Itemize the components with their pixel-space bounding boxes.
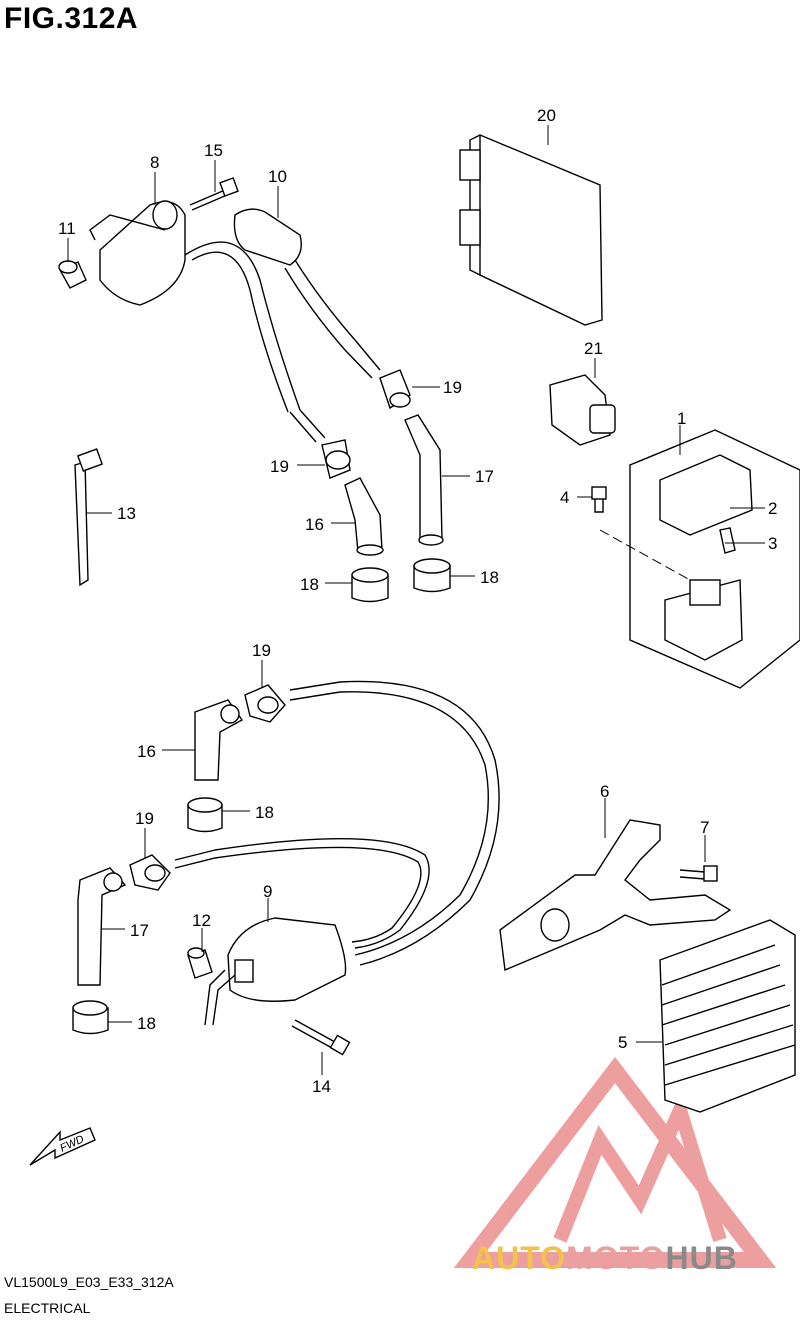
callout-11: 11 [58,219,76,238]
ignition-coil-9[interactable] [204,917,347,1026]
watermark-part-hub: HUB [665,1240,738,1276]
fwd-arrow: FWD [29,1127,96,1166]
cap-19-lower-bottom[interactable] [129,854,171,891]
callout-5: 5 [618,1033,627,1052]
callout-18-lower-top: 18 [255,803,274,822]
rubber-18-lower-top[interactable] [187,797,223,833]
collar-12[interactable] [187,947,213,979]
bracket-6[interactable] [499,819,732,972]
callout-19-upper-left: 19 [270,457,289,476]
plug-cap-17-upper[interactable] [404,414,444,546]
callout-2: 2 [768,499,777,518]
fwd-label: FWD [58,1133,86,1154]
callout-4: 4 [560,488,569,507]
callout-15: 15 [204,141,223,160]
starter-relay-assembly-1[interactable] [599,429,800,689]
callout-14: 14 [312,1077,331,1096]
cap-19-lower-top[interactable] [244,684,286,723]
callout-10: 10 [268,167,287,186]
callout-12: 12 [192,911,211,930]
watermark-text: AUTOMOTOHUB [472,1240,738,1277]
high-tension-leads-lower [174,680,500,966]
callout-9: 9 [263,882,272,901]
plug-cap-16-upper[interactable] [344,477,384,556]
callout-21: 21 [584,339,603,358]
callout-18-lower-bottom: 18 [137,1014,156,1033]
collar-11[interactable] [58,260,87,289]
ignition-coil-front[interactable] [89,200,186,306]
callout-17-lower: 17 [130,921,149,940]
bolt-14[interactable] [291,1019,351,1056]
callout-20: 20 [537,106,556,125]
callout-13: 13 [117,504,136,523]
leader-lines [67,125,765,1075]
cable-tie-13[interactable] [74,448,104,587]
bolt-15[interactable] [189,177,239,211]
watermark-logo [453,1056,777,1268]
diagram-code: VL1500L9_E03_E33_312A [4,1274,174,1290]
high-tension-leads-upper [184,241,381,443]
callout-19-upper-right: 19 [443,378,462,397]
figure-title: FIG.312A [4,2,139,35]
callout-18-upper-right: 18 [480,568,499,587]
watermark-part-auto: AUTO [472,1240,567,1276]
callout-16-upper: 16 [305,515,324,534]
bolt-7[interactable] [679,865,718,882]
callout-3: 3 [768,534,777,553]
plug-cap-16-lower[interactable] [194,699,244,781]
callout-17-upper: 17 [475,467,494,486]
connector-21[interactable] [549,374,616,446]
rubber-18-upper-left[interactable] [351,567,389,603]
callout-8: 8 [150,153,159,172]
callout-7: 7 [700,818,709,837]
plug-cap-17-lower[interactable] [77,867,127,986]
section-name: ELECTRICAL [4,1300,91,1316]
callout-19-lower-bottom: 19 [135,809,154,828]
cap-19-upper-left[interactable] [321,439,351,479]
callout-1: 1 [677,409,686,428]
watermark-part-moto: MOTO [566,1240,666,1276]
callout-16-lower: 16 [137,742,156,761]
callout-6: 6 [600,782,609,801]
ecm-unit-20[interactable] [459,133,603,326]
regulator-rectifier-5[interactable] [659,919,796,1113]
rubber-18-lower-bottom[interactable] [72,1000,109,1035]
bolt-4[interactable] [591,486,607,513]
rubber-18-upper-right[interactable] [413,558,451,593]
callout-19-lower-top: 19 [252,641,271,660]
cap-19-upper-right[interactable] [379,369,411,410]
ignition-coil-rear[interactable] [233,208,302,266]
callout-18-upper-left: 18 [300,575,319,594]
